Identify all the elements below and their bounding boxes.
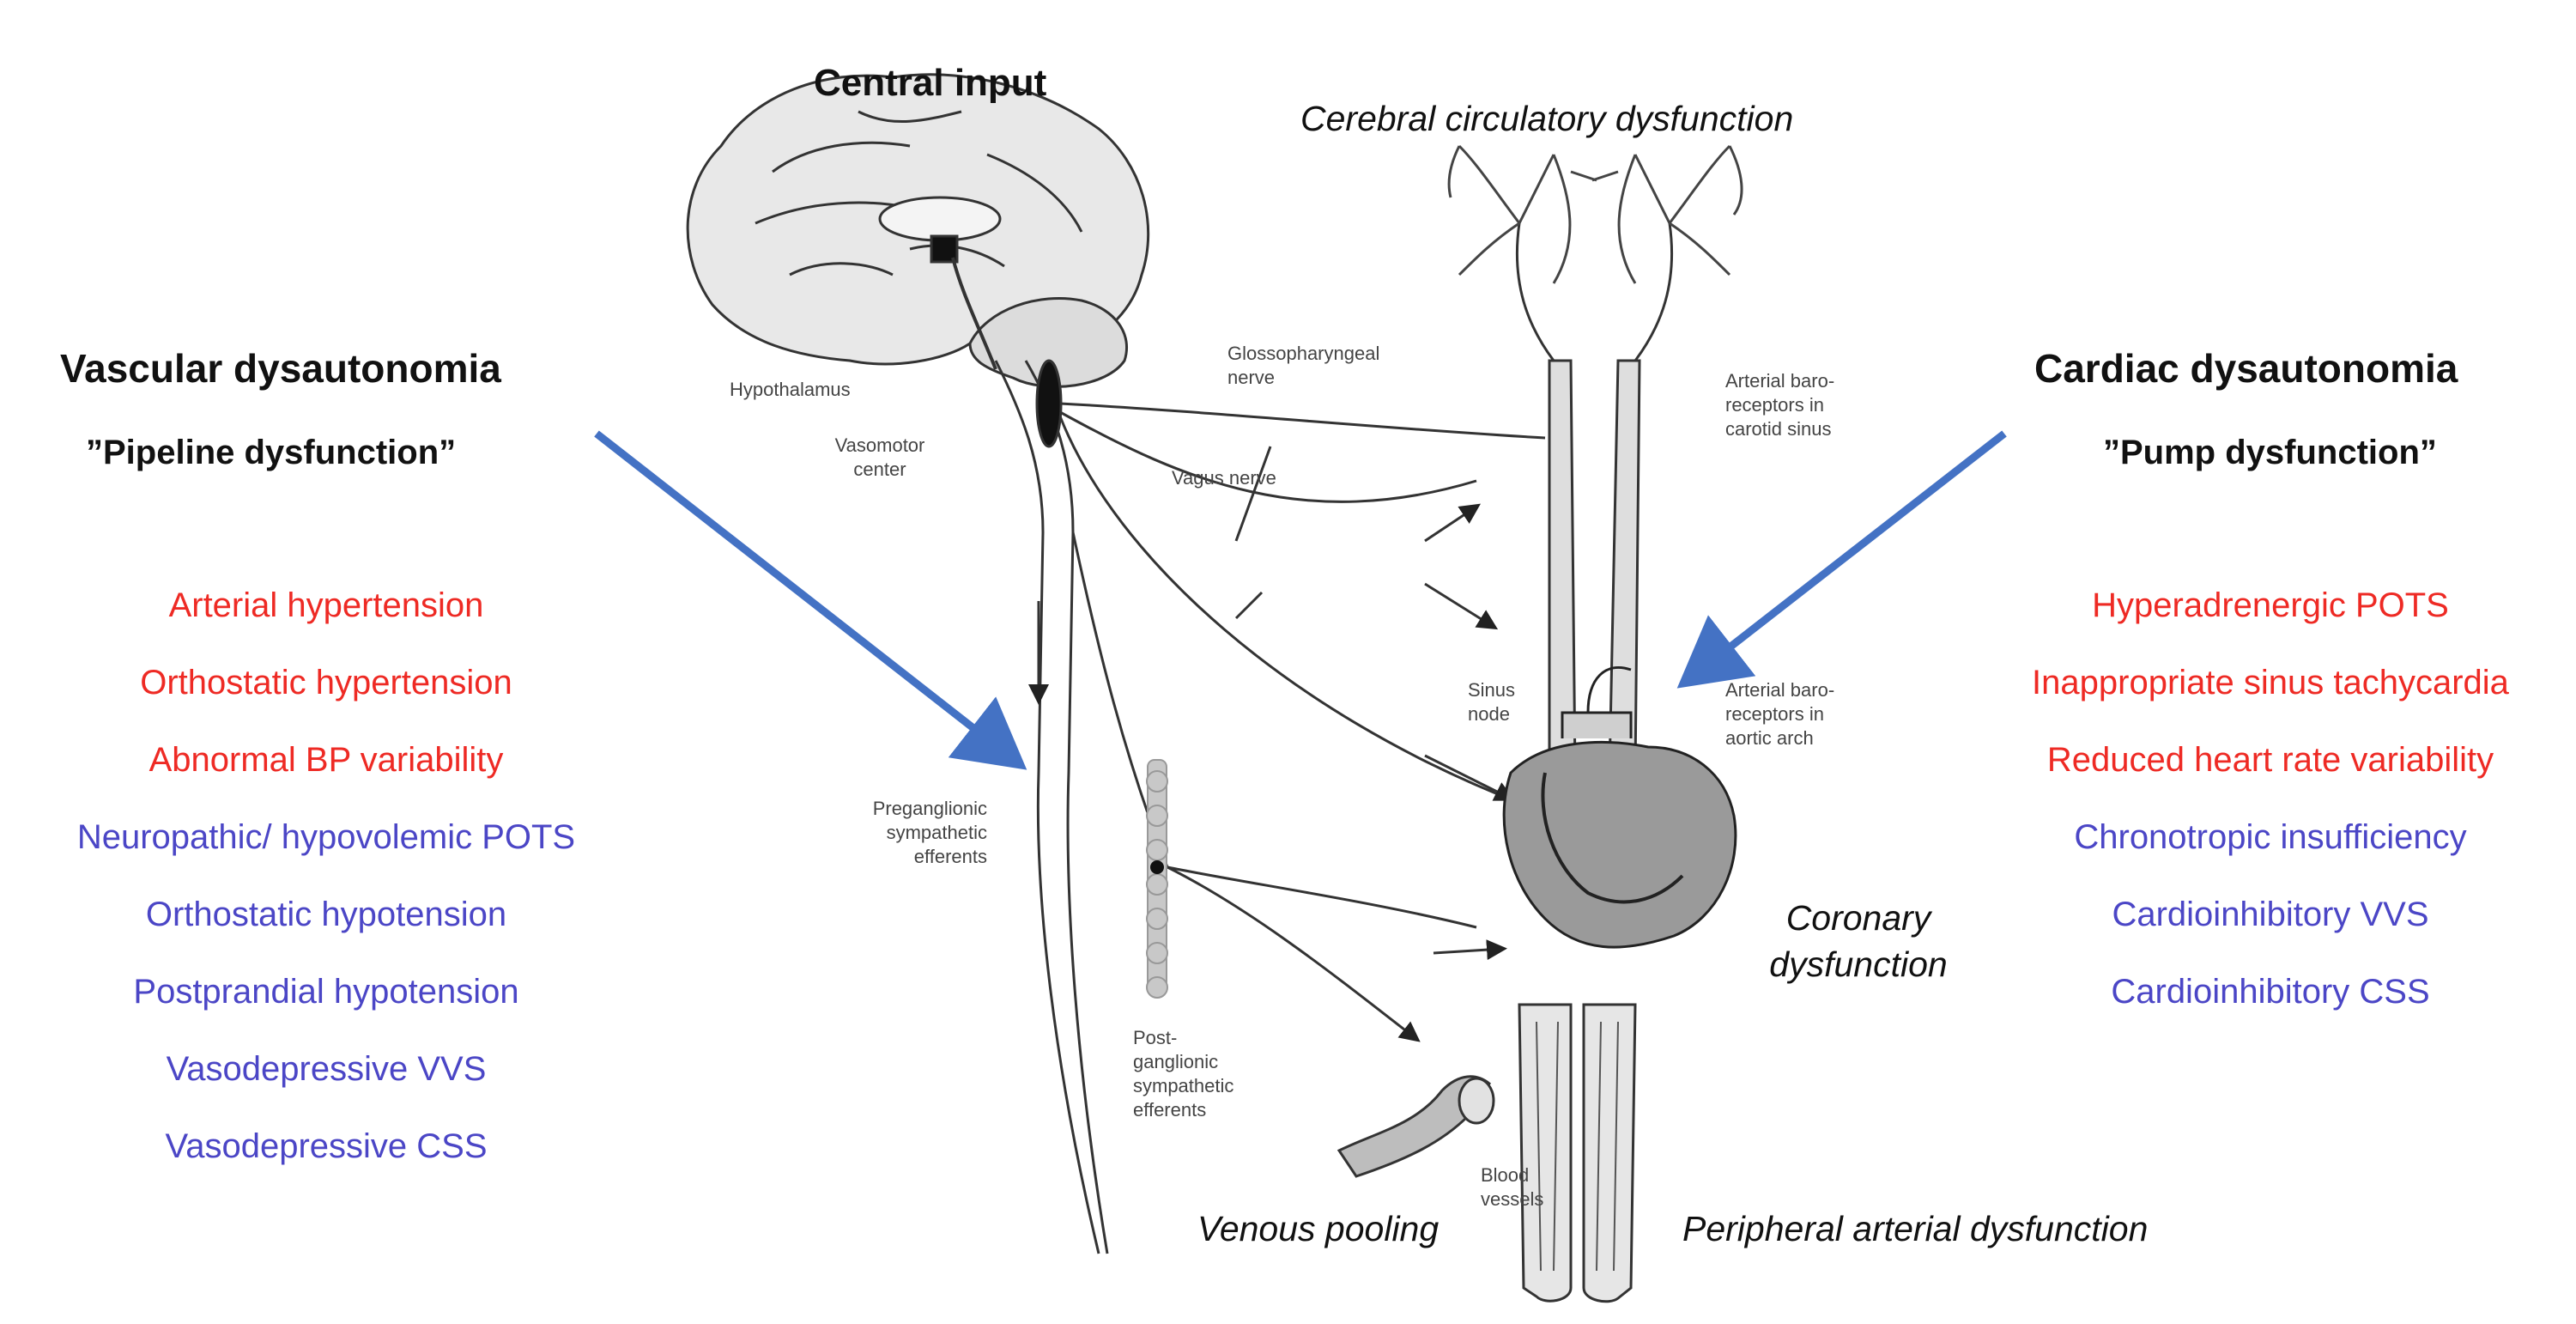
list-item: Cardioinhibitory CSS	[1944, 973, 2576, 1011]
list-item: Orthostatic hypertension	[0, 664, 652, 702]
baroreceptors-aortic-label: Arterial baro- receptors in aortic arch	[1725, 678, 1871, 750]
list-item: Neuropathic/ hypovolemic POTS	[0, 818, 652, 857]
glossopharyngeal-nerve-label: Glossopharyngeal nerve	[1227, 342, 1399, 390]
cerebral-vessels	[1449, 146, 1742, 283]
hypothalamus-label: Hypothalamus	[730, 378, 851, 402]
sinus-node-label: Sinus node	[1468, 678, 1537, 726]
venous-pooling-label: Venous pooling	[1197, 1209, 1439, 1249]
blood-vessels-label: Blood vessels	[1481, 1163, 1558, 1212]
peripheral-arterial-label: Peripheral arterial dysfunction	[1682, 1209, 2148, 1249]
vascular-dysautonomia-title: Vascular dysautonomia	[60, 345, 501, 392]
sympathetic-chain	[1147, 760, 1167, 998]
list-item: Inappropriate sinus tachycardia	[1944, 664, 2576, 702]
cerebral-dysfunction-label: Cerebral circulatory dysfunction	[1300, 99, 1793, 139]
list-item: Postprandial hypotension	[0, 973, 652, 1011]
vasomotor-center-label: Vasomotor center	[828, 434, 931, 482]
carotid-arteries	[1517, 223, 1671, 773]
list-item: Reduced heart rate variability	[1944, 741, 2576, 780]
cardiac-dysautonomia-title: Cardiac dysautonomia	[2034, 345, 2458, 392]
spinal-cord	[996, 361, 1107, 1254]
list-item: Vasodepressive CSS	[0, 1127, 652, 1166]
list-item: Chronotropic insufficiency	[1944, 818, 2576, 857]
preganglionic-label: Preganglionic sympathetic efferents	[815, 797, 987, 869]
vagus-nerve-label: Vagus nerve	[1172, 466, 1276, 490]
cardiac-arrow	[1695, 434, 2004, 674]
postganglionic-label: Post- ganglionic sympathetic efferents	[1133, 1026, 1262, 1122]
list-item: Cardioinhibitory VVS	[1944, 896, 2576, 934]
pump-dysfunction-subtitle: ”Pump dysfunction”	[2103, 434, 2437, 472]
legs-drawing	[1519, 1005, 1635, 1302]
coronary-dysfunction-label: Coronary dysfunction	[1751, 895, 1966, 987]
list-item: Hyperadrenergic POTS	[1944, 586, 2576, 625]
list-item: Abnormal BP variability	[0, 741, 652, 780]
list-item: Vasodepressive VVS	[0, 1050, 652, 1089]
list-item: Orthostatic hypotension	[0, 896, 652, 934]
vascular-arrow	[597, 434, 1009, 756]
central-input-label: Central input	[814, 62, 1046, 105]
brain-drawing	[688, 75, 1149, 387]
pipeline-dysfunction-subtitle: ”Pipeline dysfunction”	[86, 434, 456, 472]
list-item: Arterial hypertension	[0, 586, 652, 625]
blood-vessel-tube	[1339, 1077, 1494, 1176]
baroreceptors-carotid-label: Arterial baro- receptors in carotid sinu…	[1725, 369, 1871, 441]
